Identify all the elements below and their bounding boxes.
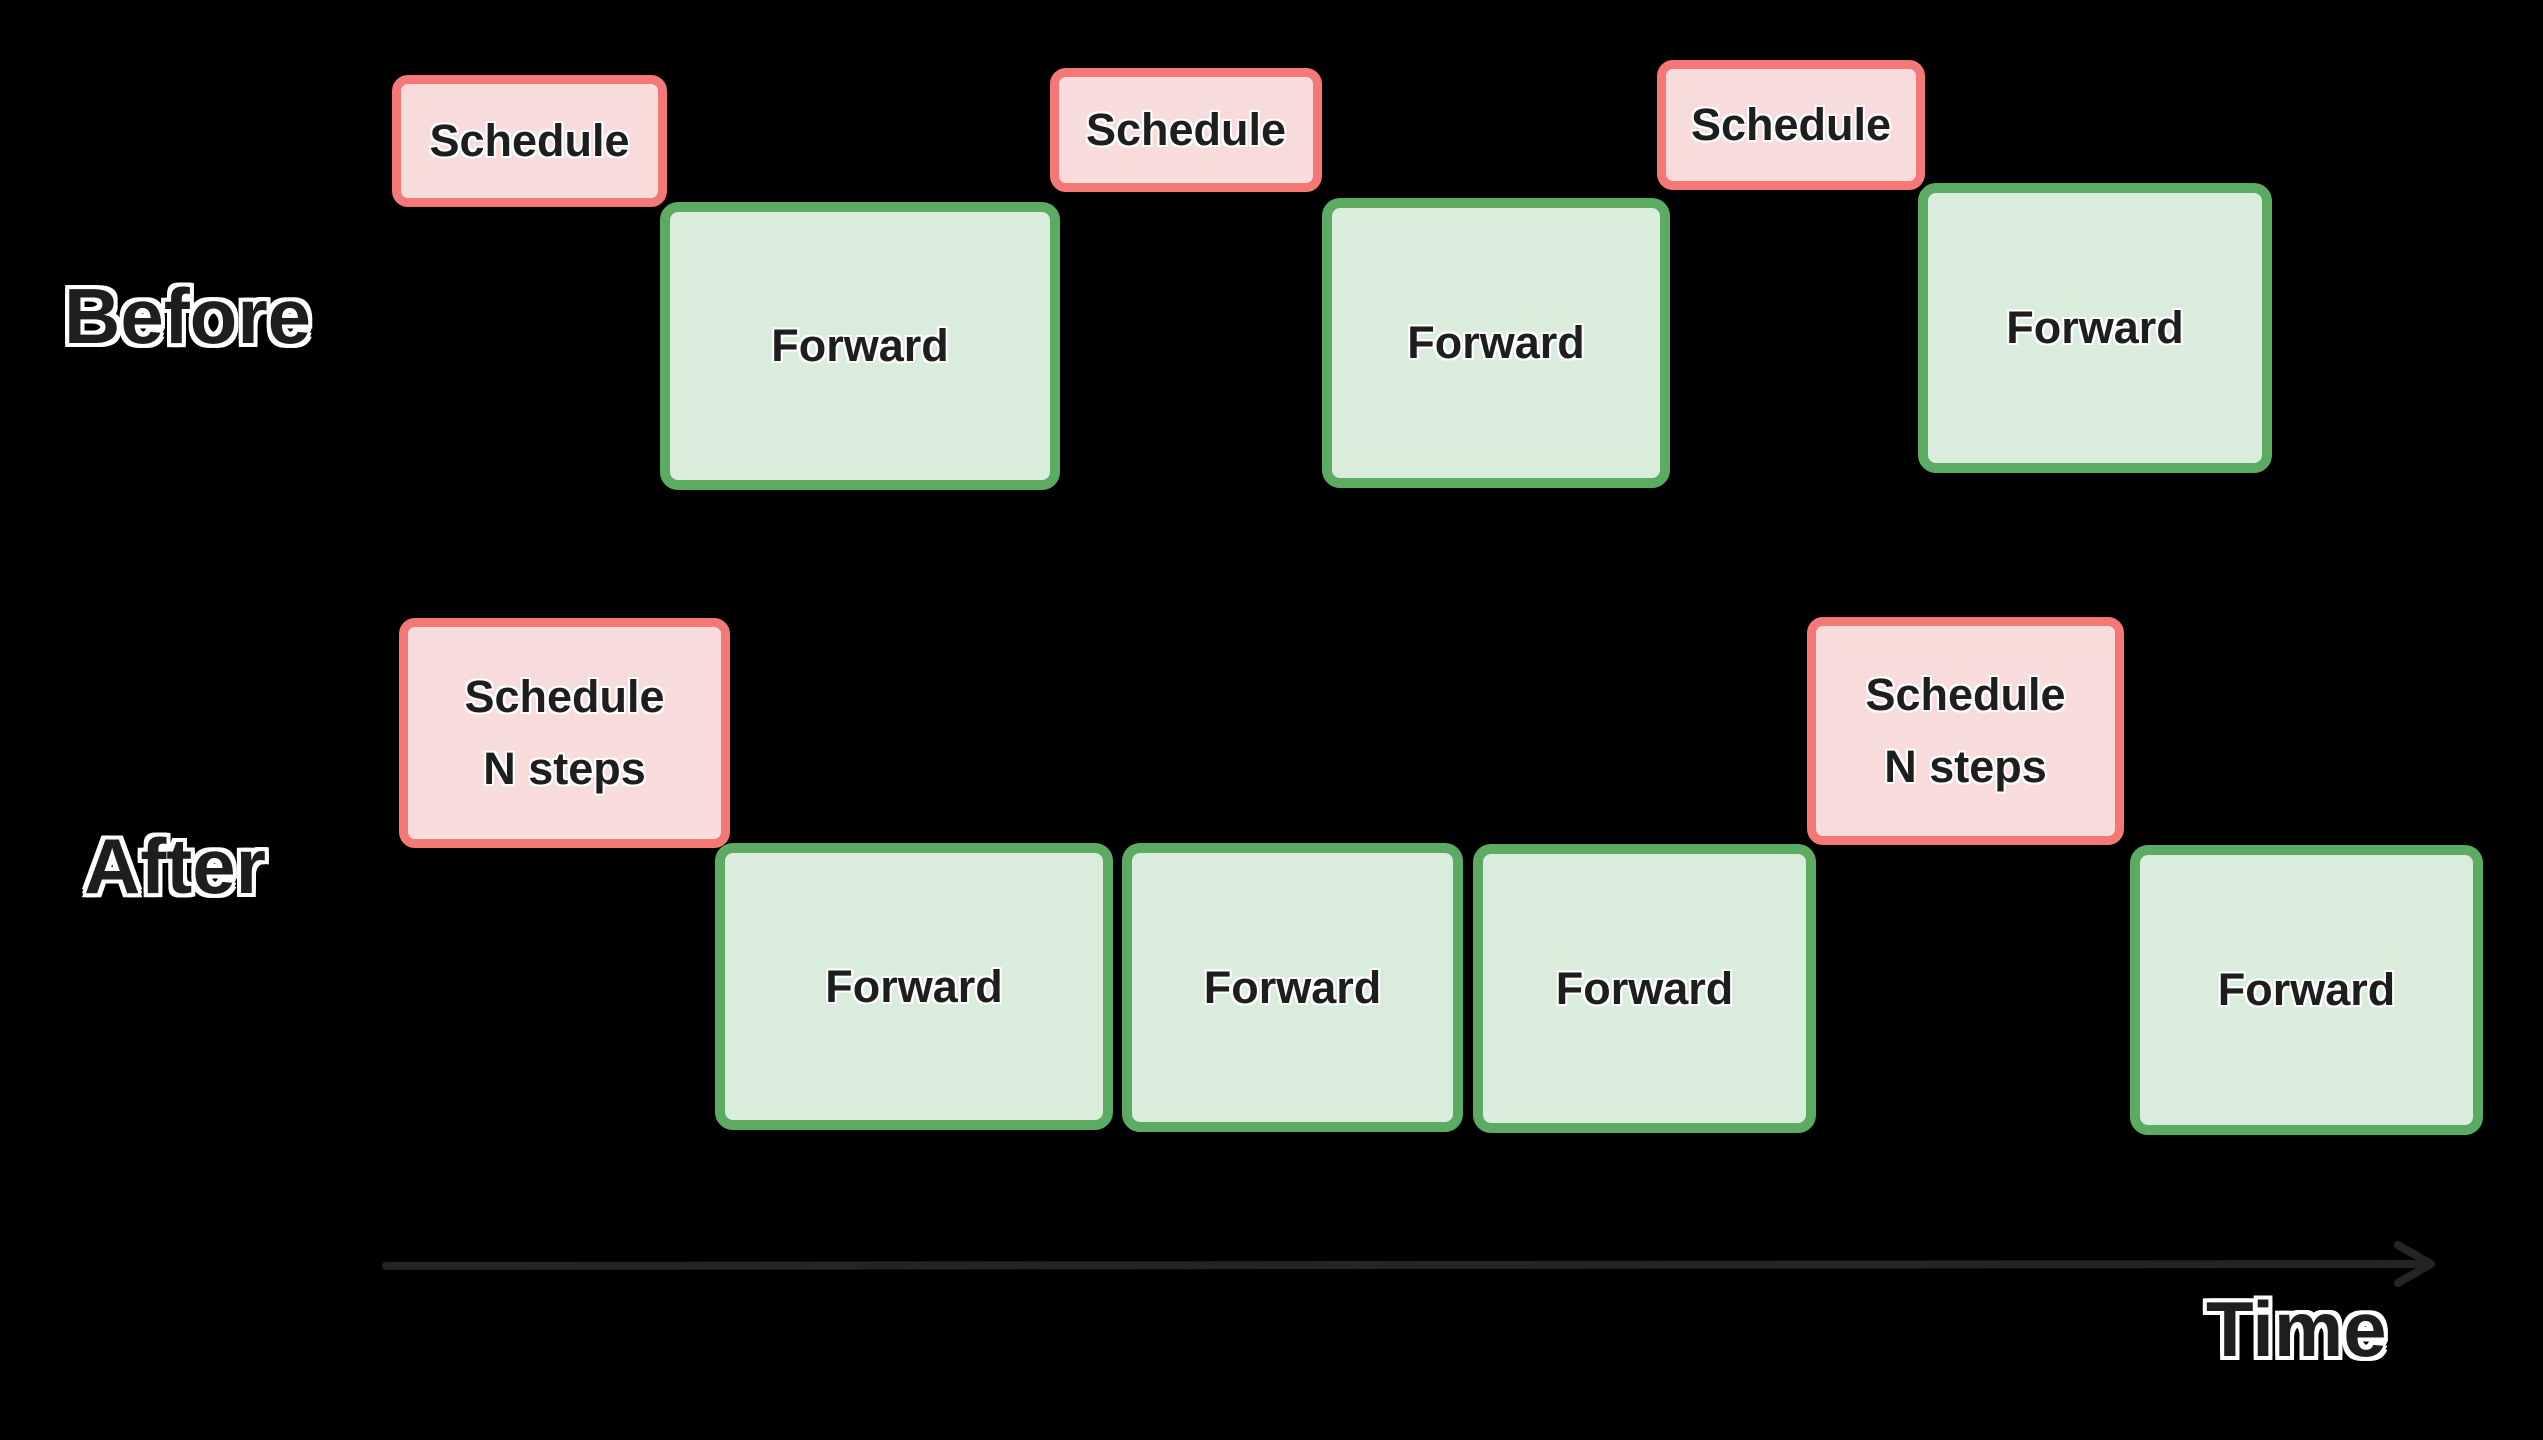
after-schedule-2-line-1: Schedule [1865,669,2066,720]
before-forward-box-2: Forward [1322,198,1670,488]
before-forward-box-1: Forward [660,202,1060,490]
time-axis-arrowhead-icon [2394,1241,2435,1287]
time-axis-label: Time [2206,1285,2387,1373]
after-forward-box-1: Forward [715,843,1113,1130]
after-forward-box-2: Forward [1122,843,1463,1132]
after-row-label: After [84,822,267,910]
after-schedule-n-steps-box-2: Schedule N steps [1807,617,2124,845]
after-forward-box-3: Forward [1473,844,1816,1133]
before-row-label: Before [64,272,312,360]
after-schedule-n-steps-box-1: Schedule N steps [399,618,730,848]
before-forward-label-3: Forward [2006,302,2184,353]
time-axis-line [382,1260,2428,1270]
before-forward-label-2: Forward [1407,317,1585,368]
after-forward-box-4: Forward [2130,845,2483,1135]
after-schedule-2-line-2: N steps [1884,741,2047,792]
after-forward-label-1: Forward [825,960,1003,1012]
after-forward-label-2: Forward [1203,961,1382,1013]
before-schedule-box-3: Schedule [1657,60,1925,190]
after-schedule-1-line-1: Schedule [464,671,665,722]
before-forward-box-3: Forward [1918,183,2272,473]
after-forward-label-3: Forward [1555,962,1734,1014]
before-forward-label-1: Forward [771,320,949,371]
before-schedule-label-1: Schedule [429,115,630,166]
before-schedule-box-1: Schedule [392,75,667,207]
after-forward-label-4: Forward [2217,964,2396,1015]
before-schedule-box-2: Schedule [1050,68,1322,192]
after-schedule-1-line-2: N steps [483,743,646,794]
before-schedule-label-3: Schedule [1690,99,1892,150]
before-schedule-label-2: Schedule [1085,104,1287,155]
